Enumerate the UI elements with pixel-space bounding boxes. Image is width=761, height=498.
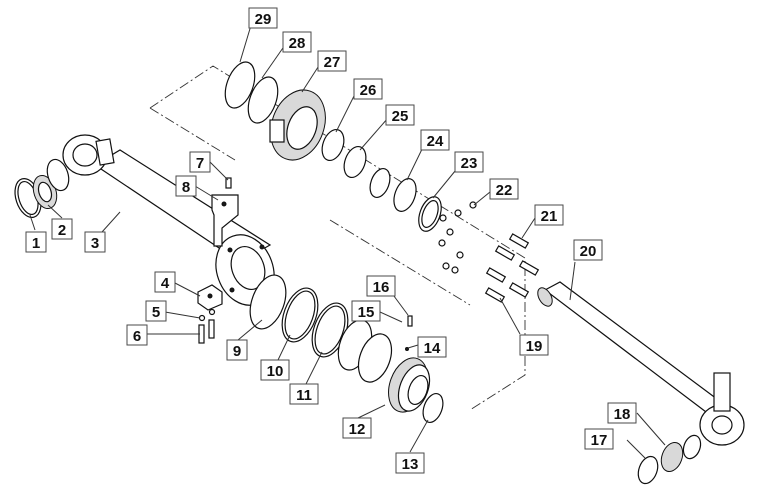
callout-2-label: 2 bbox=[58, 222, 66, 239]
callout-4: 4 bbox=[154, 271, 176, 293]
callout-29-label: 29 bbox=[255, 11, 272, 28]
callouts: 1 2 3 4 5 6 7 8 bbox=[25, 7, 637, 474]
callout-14: 14 bbox=[417, 336, 447, 358]
callout-19-label: 19 bbox=[526, 338, 543, 355]
part-17-18-rings bbox=[637, 434, 702, 485]
callout-5-label: 5 bbox=[152, 304, 160, 321]
callout-16-label: 16 bbox=[373, 279, 390, 296]
callout-20-label: 20 bbox=[580, 243, 597, 260]
callout-21: 21 bbox=[534, 204, 564, 226]
callout-29: 29 bbox=[248, 7, 278, 29]
callout-27: 27 bbox=[317, 50, 347, 72]
callout-19: 19 bbox=[519, 334, 549, 356]
callout-17-label: 17 bbox=[591, 432, 608, 449]
callout-28-label: 28 bbox=[289, 35, 306, 52]
callout-7: 7 bbox=[189, 151, 211, 173]
callout-26: 26 bbox=[353, 78, 383, 100]
part-13-ring bbox=[422, 392, 444, 424]
part-14-16-pins bbox=[405, 315, 413, 351]
callout-12: 12 bbox=[342, 417, 372, 439]
part-7-8-mount bbox=[211, 177, 239, 247]
callout-4-label: 4 bbox=[161, 275, 170, 292]
callout-1-label: 1 bbox=[32, 235, 40, 252]
callout-15-label: 15 bbox=[358, 304, 375, 321]
callout-11: 11 bbox=[289, 383, 319, 405]
callout-2: 2 bbox=[51, 218, 73, 240]
callout-8: 8 bbox=[175, 175, 197, 197]
callout-5: 5 bbox=[145, 300, 167, 322]
callout-3-label: 3 bbox=[91, 235, 99, 252]
assembly-dash-lines bbox=[149, 65, 526, 411]
leader-lines bbox=[29, 21, 666, 459]
callout-9: 9 bbox=[226, 339, 248, 361]
part-23-26-rings bbox=[321, 128, 442, 232]
callout-22-label: 22 bbox=[496, 182, 513, 199]
part-27-flange-head bbox=[269, 89, 326, 161]
callout-6: 6 bbox=[126, 324, 148, 346]
callout-23-label: 23 bbox=[461, 155, 478, 172]
callout-10-label: 10 bbox=[267, 363, 284, 380]
part-12-piston bbox=[388, 357, 431, 413]
callout-21-label: 21 bbox=[541, 208, 558, 225]
part-28-29-rings bbox=[224, 61, 279, 124]
callout-18: 18 bbox=[607, 402, 637, 424]
callout-28: 28 bbox=[282, 31, 312, 53]
callout-12-label: 12 bbox=[349, 421, 366, 438]
part-4-block bbox=[197, 284, 223, 311]
part-19-21-22-bolts bbox=[438, 201, 540, 303]
callout-15: 15 bbox=[351, 300, 381, 322]
callout-13: 13 bbox=[395, 452, 425, 474]
callout-16: 16 bbox=[366, 275, 396, 297]
callout-24: 24 bbox=[420, 129, 450, 151]
callout-9-label: 9 bbox=[233, 343, 241, 360]
callout-25: 25 bbox=[385, 104, 415, 126]
callout-7-label: 7 bbox=[196, 155, 204, 172]
callout-6-label: 6 bbox=[133, 328, 141, 345]
callout-17: 17 bbox=[584, 428, 614, 450]
part-3-cylinder-barrel bbox=[62, 134, 275, 306]
callout-23: 23 bbox=[454, 151, 484, 173]
callout-22: 22 bbox=[489, 178, 519, 200]
callout-20: 20 bbox=[573, 239, 603, 261]
callout-24-label: 24 bbox=[427, 133, 444, 150]
part-5-6-bolts bbox=[198, 308, 216, 344]
callout-27-label: 27 bbox=[324, 54, 341, 71]
callout-13-label: 13 bbox=[402, 456, 419, 473]
callout-26-label: 26 bbox=[360, 82, 377, 99]
callout-1: 1 bbox=[25, 231, 47, 253]
callout-18-label: 18 bbox=[614, 406, 631, 423]
callout-11-label: 11 bbox=[296, 387, 312, 404]
part-2-bushing bbox=[32, 158, 70, 210]
callout-8-label: 8 bbox=[182, 179, 190, 196]
callout-25-label: 25 bbox=[392, 108, 409, 125]
callout-3: 3 bbox=[84, 231, 106, 253]
callout-14-label: 14 bbox=[424, 340, 441, 357]
callout-10: 10 bbox=[260, 359, 290, 381]
part-20-piston-rod bbox=[537, 281, 745, 446]
